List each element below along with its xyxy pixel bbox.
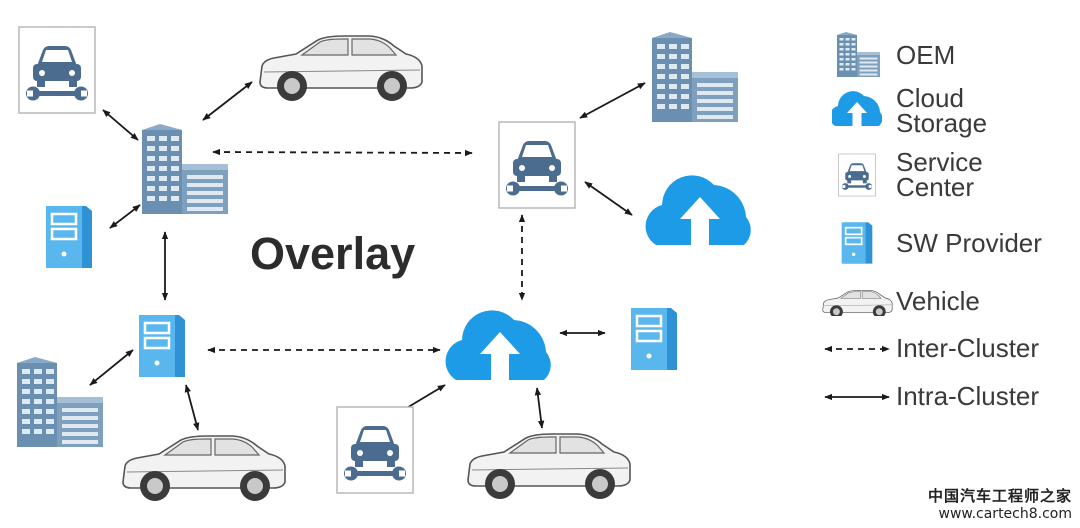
cloud-storage-right (645, 175, 751, 245)
legend-item-cloud: Cloud Storage (818, 83, 988, 138)
network-diagram (17, 26, 751, 502)
service-center-right (498, 121, 576, 209)
edge-oem-left-svc-right (212, 148, 473, 157)
legend-label-intra: Intra-Cluster (896, 381, 1040, 411)
oem-left (142, 124, 228, 214)
watermark: 中国汽车工程师之家 www.cartech8.com (928, 485, 1072, 522)
dashed-arrow-icon (818, 342, 896, 356)
vehicle-bottom-right (467, 433, 631, 500)
watermark-url: www.cartech8.com (938, 506, 1072, 522)
watermark-site-name: 中国汽车工程师之家 (927, 487, 1072, 505)
sw-provider-middle (137, 313, 187, 379)
legend-item-inter: Inter-Cluster (818, 333, 1040, 363)
edge-sw-left-oem-left (109, 204, 141, 229)
legend-label-vehicle: Vehicle (896, 285, 980, 316)
edge-svc-tl-oem-left (102, 109, 139, 141)
edge-cloud-center-car-br (534, 387, 545, 429)
legend-label-inter: Inter-Cluster (896, 333, 1040, 363)
legend-label-service: Service Center (896, 147, 983, 202)
legend-label-sw: SW Provider (896, 227, 1042, 258)
legend-item-vehicle: Vehicle (818, 286, 980, 316)
edge-svc-right-oem-tr (579, 82, 646, 119)
service-center-top-left (18, 26, 96, 114)
sw-provider-bottom-right (629, 306, 679, 372)
vehicle-top (259, 35, 423, 102)
legend-label-oem: OEM (896, 39, 956, 70)
service-center-icon (818, 152, 896, 198)
edge-svc-right-cloud-right (584, 181, 633, 216)
cloud-storage-icon (818, 91, 896, 131)
legend-label-cloud: Cloud Storage (896, 83, 988, 138)
vehicle-icon (818, 286, 896, 316)
sw-provider-icon (818, 218, 896, 268)
service-center-bottom (336, 406, 414, 494)
cloud-storage-center (445, 310, 551, 380)
sw-provider-left (44, 204, 94, 270)
legend: OEM Cloud Storage Service Center SW Prov… (818, 20, 1073, 420)
legend-item-service: Service Center (818, 147, 983, 202)
oem-top-right (652, 32, 738, 122)
legend-item-oem: OEM (818, 30, 955, 80)
oem-icon (818, 30, 896, 80)
solid-arrow-icon (818, 390, 896, 404)
oem-bottom-left (17, 357, 103, 447)
edge-car-top-oem-left (202, 81, 253, 121)
legend-item-intra: Intra-Cluster (818, 381, 1040, 411)
vehicle-bottom-left (122, 435, 286, 502)
edge-sw-mid-oem-bl (89, 349, 134, 386)
overlay-label: Overlay (250, 228, 416, 279)
legend-item-sw: SW Provider (818, 218, 1042, 268)
edge-sw-mid-car-bl (184, 384, 200, 431)
